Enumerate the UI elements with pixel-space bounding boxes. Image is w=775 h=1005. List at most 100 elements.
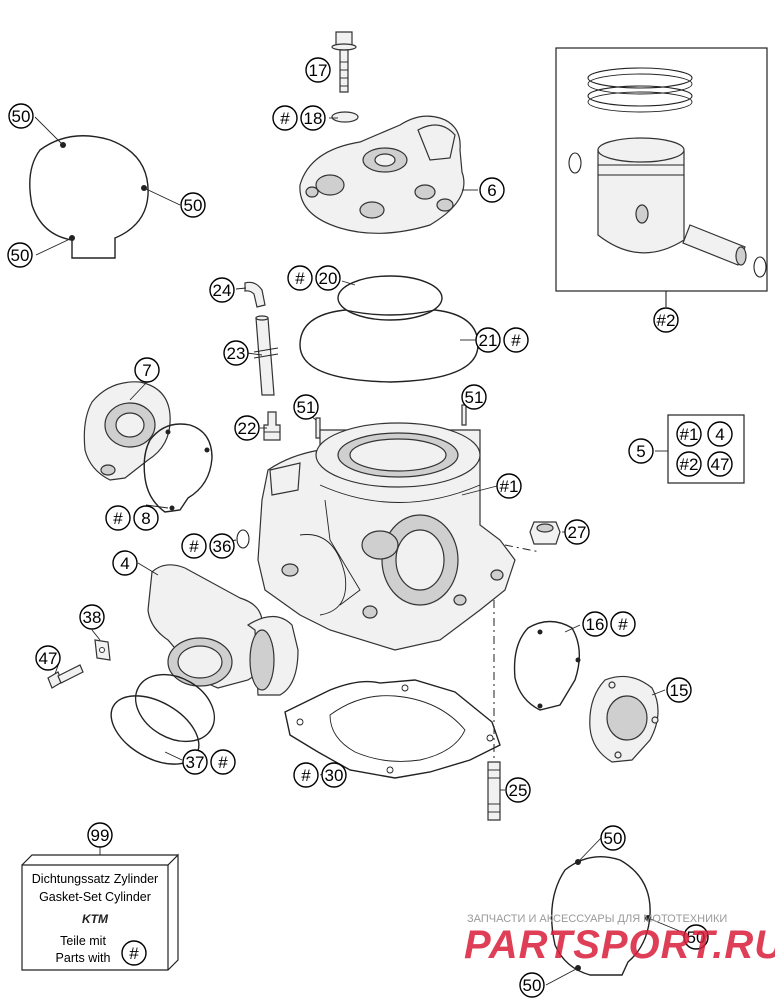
callout-21-c21-label: 21 bbox=[479, 331, 498, 350]
callout-17-c17: 17 bbox=[305, 57, 331, 83]
gasket-16 bbox=[513, 620, 581, 711]
water-pump-gasket-8 bbox=[143, 423, 213, 513]
callout-36-c36-label: 36 bbox=[213, 537, 232, 556]
callout-25-c25-label: 25 bbox=[509, 781, 528, 800]
callout-38-c38-label: 38 bbox=[83, 608, 102, 627]
cylinder-head-6 bbox=[299, 115, 465, 234]
callout-50-c50a-label: 50 bbox=[12, 107, 31, 126]
set-box-item-0-label: #1 bbox=[680, 425, 699, 444]
callout-7-c7: 7 bbox=[134, 357, 160, 383]
gasket-box-hash-label: # bbox=[129, 944, 139, 963]
callout-21-c21: 21 bbox=[475, 327, 501, 353]
callout-50-c50c: 50 bbox=[7, 242, 33, 268]
callout-piston-2: #2 bbox=[653, 307, 679, 333]
callout-7-c7-label: 7 bbox=[142, 361, 151, 380]
nut-27 bbox=[529, 521, 561, 545]
water-pump-cover-7 bbox=[83, 381, 171, 481]
stud-25 bbox=[487, 761, 501, 821]
intake-manifold-4 bbox=[147, 564, 299, 696]
gasket-water-pump-top bbox=[29, 116, 181, 259]
gasket-box-line1: Dichtungssatz Zylinder bbox=[32, 872, 158, 886]
hose-23 bbox=[253, 315, 279, 396]
hash-marker-c37-label: # bbox=[218, 753, 228, 772]
hash-marker-c8-label: # bbox=[113, 509, 123, 528]
callout-piston-2-label: #2 bbox=[657, 311, 676, 330]
gasket-box-hash: # bbox=[121, 940, 147, 966]
callout-5-c5-label: 5 bbox=[636, 442, 645, 461]
ktm-logo: KTM bbox=[82, 912, 109, 926]
hash-marker-c36: # bbox=[181, 533, 207, 559]
callout-6-c6-label: 6 bbox=[487, 181, 496, 200]
set-box-item-2-label: #2 bbox=[680, 455, 699, 474]
hash-marker-c30: # bbox=[293, 762, 319, 788]
callout-51-c51a-label: 51 bbox=[297, 398, 316, 417]
callout-15-c15: 15 bbox=[666, 677, 692, 703]
watermark-main: PARTSPORT.RU bbox=[464, 923, 775, 967]
callout-5-c5: 5 bbox=[628, 438, 654, 464]
callout-24-c24-label: 24 bbox=[213, 281, 232, 300]
base-gasket-30 bbox=[284, 679, 501, 779]
callout-50-c50d: 50 bbox=[600, 825, 626, 851]
callout-50-c50d-label: 50 bbox=[604, 829, 623, 848]
stud-51-right bbox=[461, 404, 467, 426]
circlip-right bbox=[753, 256, 767, 278]
watermark: ЗАПЧАСТИ И АКСЕССУАРЫ ДЛЯ МОТОТЕХНИКИ PA… bbox=[464, 913, 775, 967]
hash-marker-c16-label: # bbox=[618, 615, 628, 634]
callout-4-c4: 4 bbox=[112, 550, 138, 576]
gasket-box-line2: Gasket-Set Cylinder bbox=[39, 890, 151, 904]
o-ring-20 bbox=[337, 275, 443, 321]
set-box-5 bbox=[655, 414, 745, 484]
callout-50-c50f-label: 50 bbox=[523, 976, 542, 995]
piston-box-frame bbox=[555, 47, 768, 292]
hash-marker-c20-label: # bbox=[295, 269, 305, 288]
piston-ring-top bbox=[587, 67, 693, 89]
callout-17-c17-label: 17 bbox=[309, 61, 328, 80]
callout-50-c50e: 50 bbox=[683, 924, 709, 950]
callout-47-c47: 47 bbox=[35, 645, 61, 671]
callout-23-c23-label: 23 bbox=[227, 344, 246, 363]
hash-marker-c20: # bbox=[287, 265, 313, 291]
callout-47-c47-label: 47 bbox=[39, 649, 58, 668]
hash-marker-c8: # bbox=[105, 505, 131, 531]
set-box-item-3-label: 47 bbox=[711, 455, 730, 474]
callout-51-c51b-label: 51 bbox=[465, 388, 484, 407]
bolt-47 bbox=[47, 664, 84, 689]
piston-ring-bottom bbox=[587, 85, 693, 107]
o-ring-37-a bbox=[134, 673, 216, 743]
piston-pin bbox=[682, 224, 747, 266]
o-ring-36 bbox=[236, 529, 250, 549]
set-box-item-1-label: 4 bbox=[715, 425, 724, 444]
callout-6-c6: 6 bbox=[479, 177, 505, 203]
watermark-top: ЗАПЧАСТИ И АКСЕССУАРЫ ДЛЯ МОТОТЕХНИКИ bbox=[467, 913, 727, 925]
nipple-22 bbox=[263, 411, 281, 441]
callout-99-c99-label: 99 bbox=[91, 826, 110, 845]
callout-4-c4-label: 4 bbox=[120, 554, 129, 573]
callout-50-c50c-label: 50 bbox=[11, 246, 30, 265]
callout-99-c99: 99 bbox=[87, 822, 113, 848]
callout-16-c16: 16 bbox=[582, 611, 608, 637]
cylinder-1 bbox=[257, 422, 516, 651]
callout-50-c50e-label: 50 bbox=[687, 928, 706, 947]
callout-37-c37-label: 37 bbox=[186, 753, 205, 772]
callout-30-c30-label: 30 bbox=[325, 766, 344, 785]
hash-marker-c18: # bbox=[272, 105, 298, 131]
hash-marker-c30-label: # bbox=[301, 766, 311, 785]
callout-20-c20: 20 bbox=[315, 265, 341, 291]
piston-box bbox=[555, 47, 768, 307]
callout-50-c50a: 50 bbox=[8, 103, 34, 129]
gasket-water-pump-bottom bbox=[545, 837, 683, 986]
set-box-item-1: 4 bbox=[707, 421, 733, 447]
piston bbox=[597, 137, 685, 254]
piston-ring-bottom-inner bbox=[587, 91, 693, 113]
callout-8-c8-label: 8 bbox=[141, 509, 150, 528]
gasket-box-line4: Parts with bbox=[56, 951, 111, 965]
callout-18-c18-label: 18 bbox=[304, 109, 323, 128]
callout-22-c22-label: 22 bbox=[238, 419, 257, 438]
callout-50-c50b-label: 50 bbox=[184, 196, 203, 215]
callout-51-c51a: 51 bbox=[293, 394, 319, 420]
hash-marker-c18-label: # bbox=[280, 109, 290, 128]
callout-36-c36: 36 bbox=[209, 533, 235, 559]
o-ring-21 bbox=[299, 309, 479, 383]
